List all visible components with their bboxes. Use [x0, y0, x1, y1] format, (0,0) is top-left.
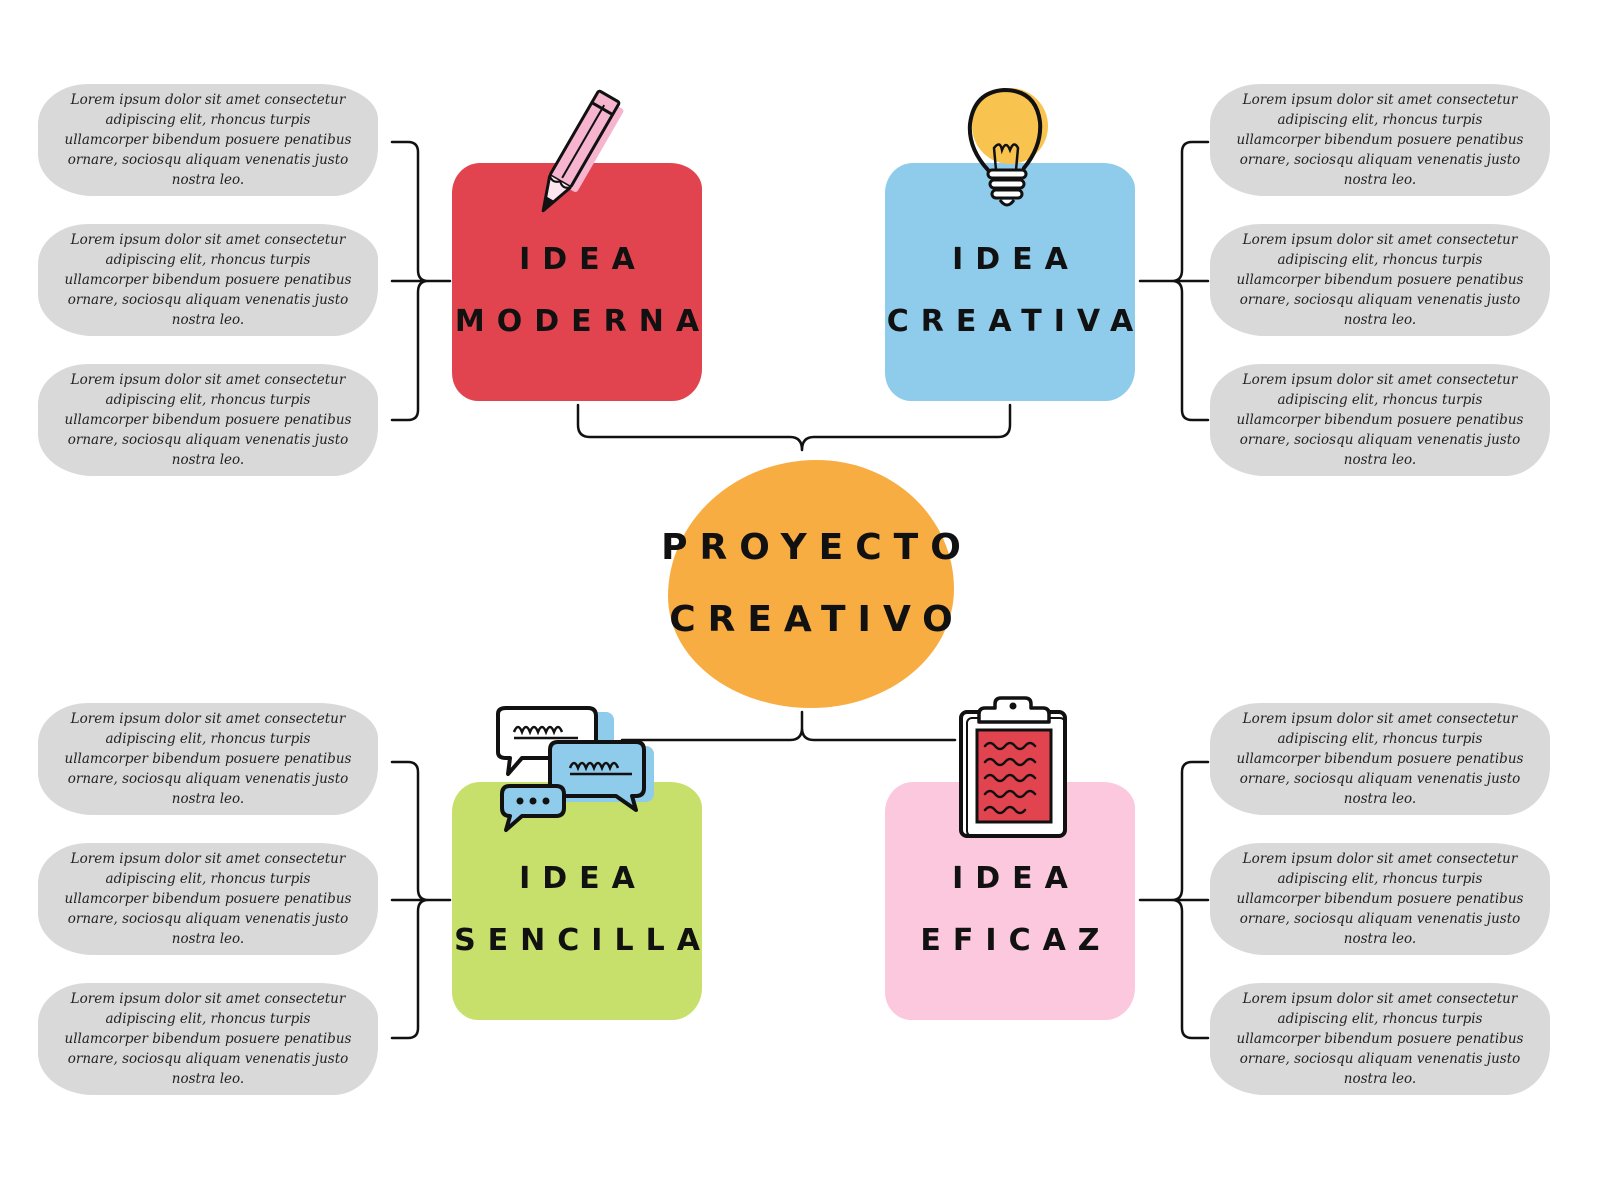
note-text: Lorem ipsum dolor sit amet consectetur a… — [64, 92, 352, 188]
idea-moderna-line2: MODERNA — [454, 304, 712, 339]
note-bottom-right-3: Lorem ipsum dolor sit amet consectetur a… — [1210, 983, 1550, 1095]
note-bottom-right-2: Lorem ipsum dolor sit amet consectetur a… — [1210, 843, 1550, 955]
pencil-icon — [541, 89, 624, 213]
idea-eficaz-line1: IDEA — [952, 861, 1080, 896]
note-text: Lorem ipsum dolor sit amet consectetur a… — [64, 372, 352, 468]
note-text: Lorem ipsum dolor sit amet consectetur a… — [1236, 851, 1524, 947]
note-top-left-3: Lorem ipsum dolor sit amet consectetur a… — [38, 364, 378, 476]
lightbulb-icon — [967, 87, 1048, 207]
note-top-left-2: Lorem ipsum dolor sit amet consectetur a… — [38, 224, 378, 336]
center-node: PROYECTO CREATIVO — [661, 460, 961, 708]
chat-bubbles-icon — [496, 706, 654, 832]
idea-creativa-line2: CREATIVA — [886, 304, 1146, 339]
idea-sencilla-box: IDEA SENCILLA — [452, 782, 702, 1020]
idea-eficaz-box: IDEA EFICAZ — [885, 782, 1135, 1020]
idea-sencilla-line2: SENCILLA — [454, 923, 712, 958]
clipboard-icon — [959, 696, 1067, 838]
note-bottom-left-2: Lorem ipsum dolor sit amet consectetur a… — [38, 843, 378, 955]
idea-creativa-line1: IDEA — [952, 242, 1080, 277]
center-title-line1: PROYECTO — [661, 527, 973, 568]
note-bottom-left-3: Lorem ipsum dolor sit amet consectetur a… — [38, 983, 378, 1095]
note-top-right-1: Lorem ipsum dolor sit amet consectetur a… — [1210, 84, 1550, 196]
idea-moderna-box: IDEA MODERNA — [452, 163, 702, 401]
idea-moderna-line1: IDEA — [519, 242, 647, 277]
note-text: Lorem ipsum dolor sit amet consectetur a… — [64, 232, 352, 328]
note-text: Lorem ipsum dolor sit amet consectetur a… — [64, 711, 352, 807]
note-text: Lorem ipsum dolor sit amet consectetur a… — [1236, 372, 1524, 468]
note-top-right-3: Lorem ipsum dolor sit amet consectetur a… — [1210, 364, 1550, 476]
note-text: Lorem ipsum dolor sit amet consectetur a… — [1236, 711, 1524, 807]
note-text: Lorem ipsum dolor sit amet consectetur a… — [64, 851, 352, 947]
note-top-right-2: Lorem ipsum dolor sit amet consectetur a… — [1210, 224, 1550, 336]
note-bottom-right-1: Lorem ipsum dolor sit amet consectetur a… — [1210, 703, 1550, 815]
note-text: Lorem ipsum dolor sit amet consectetur a… — [1236, 991, 1524, 1087]
idea-sencilla-line1: IDEA — [519, 861, 647, 896]
idea-eficaz-line2: EFICAZ — [920, 923, 1112, 958]
note-text: Lorem ipsum dolor sit amet consectetur a… — [64, 991, 352, 1087]
center-title-line2: CREATIVO — [669, 599, 965, 640]
note-text: Lorem ipsum dolor sit amet consectetur a… — [1236, 92, 1524, 188]
note-text: Lorem ipsum dolor sit amet consectetur a… — [1236, 232, 1524, 328]
note-bottom-left-1: Lorem ipsum dolor sit amet consectetur a… — [38, 703, 378, 815]
note-top-left-1: Lorem ipsum dolor sit amet consectetur a… — [38, 84, 378, 196]
